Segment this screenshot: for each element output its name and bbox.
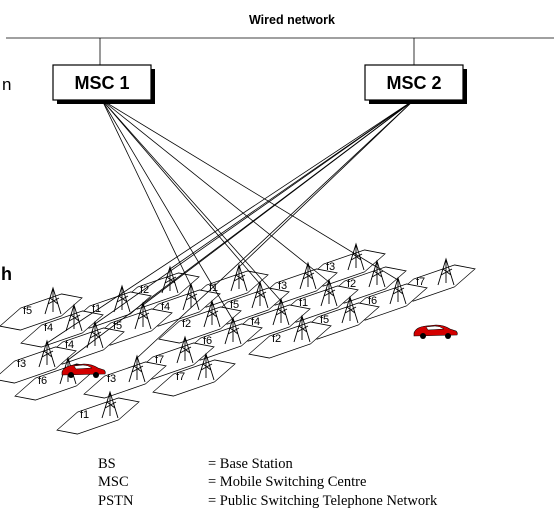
base-station-antenna-icon (113, 284, 131, 313)
cell-frequency-label: f7 (416, 276, 425, 288)
cell-frequency-labels: f6 f5 f7 f1 f4 f2 f3 f6 f5 f1 f7 f4 f2 f3 f5 f1 f4 f6 f3 f7… (17, 261, 425, 421)
cell-frequency-label: f4 (44, 322, 53, 334)
legend-desc: = Base Station (208, 456, 293, 472)
legend-abbr: MSC (98, 474, 129, 491)
legend-row-pstn: PSTN = Public Switching Telephone Networ… (98, 492, 437, 510)
legend-row-bs: BS = Base Station (98, 455, 437, 473)
cropped-text-fragment: h (1, 264, 12, 284)
base-station-antenna-icon (389, 276, 407, 305)
wired-network-label: Wired network (249, 13, 335, 27)
msc-2-label: MSC 2 (386, 73, 441, 93)
cell-frequency-label: f1 (92, 303, 101, 315)
base-station-antenna-icon (320, 278, 338, 307)
msc-link (136, 99, 415, 359)
base-station-antenna-icon (341, 295, 359, 324)
cell-frequency-label: f5 (320, 314, 329, 326)
base-station-antenna-icon (101, 390, 119, 419)
legend-desc: = Mobile Switching Centre (208, 474, 367, 491)
cell-frequency-label: f6 (368, 295, 377, 307)
base-station-antenna-icon (437, 257, 455, 286)
car-icon (61, 363, 106, 378)
base-station-antenna-icon (224, 316, 242, 345)
cell-frequency-label: f3 (326, 261, 335, 273)
msc-link (101, 99, 234, 321)
cell-frequency-label: f7 (155, 354, 164, 366)
msc-to-bs-links (46, 99, 415, 361)
cell-hexagon (248, 321, 332, 359)
base-station-antenna-icon (86, 320, 104, 349)
msc-2-box: MSC 2 (364, 64, 467, 104)
msc-link (169, 99, 415, 270)
base-station-antenna-icon (38, 339, 56, 368)
base-station-antenna-icon (182, 282, 200, 311)
base-station-antenna-icon (197, 352, 215, 381)
cell-frequency-label: f4 (161, 301, 170, 313)
cell-frequency-label: f3 (17, 358, 26, 370)
legend-abbr: PSTN (98, 492, 134, 509)
base-station-antenna-icon (230, 263, 248, 292)
base-station-antenna-icon (128, 354, 146, 383)
cell-hexagon (158, 306, 242, 344)
msc-link (101, 99, 399, 281)
base-station-antenna-icon (176, 335, 194, 364)
cell-frequency-label: f3 (278, 280, 287, 292)
legend: BS = Base Station MSC = Mobile Switching… (98, 455, 437, 510)
cell-frequency-label: f4 (65, 339, 74, 351)
cell-frequency-label: f1 (209, 282, 218, 294)
cell-frequency-label: f1 (299, 297, 308, 309)
msc-1-label: MSC 1 (74, 73, 129, 93)
base-station-antenna-icon (161, 265, 179, 294)
cropped-text-fragment: n (2, 75, 11, 94)
cell-hexagon (152, 359, 236, 397)
cell-frequency-label: f2 (182, 318, 191, 330)
cell-grid (0, 249, 476, 435)
base-station-antenna-icon (251, 280, 269, 309)
cell-frequency-label: f5 (23, 305, 32, 317)
legend-row-msc: MSC = Mobile Switching Centre (98, 473, 437, 491)
base-station-antenna-icon (65, 303, 83, 332)
base-station-antenna-icon (134, 301, 152, 330)
cell-hexagon (0, 293, 83, 331)
cell-frequency-label: f6 (203, 335, 212, 347)
msc-link (101, 99, 192, 287)
msc-link (101, 99, 261, 285)
msc-1-box: MSC 1 (52, 64, 155, 104)
base-station-antenna-icon (272, 297, 290, 326)
msc-link (101, 99, 330, 283)
cell-frequency-label: f2 (272, 333, 281, 345)
base-station-antenna-icon (44, 286, 62, 315)
cell-frequency-label: f7 (176, 371, 185, 383)
msc-link (94, 99, 415, 325)
msc-link (238, 99, 415, 268)
cell-hexagon (0, 346, 77, 384)
base-station-antenna-icon (368, 259, 386, 288)
base-station-antenna-icon (203, 299, 221, 328)
cell-frequency-label: f4 (251, 316, 260, 328)
cell-hexagon (56, 397, 140, 435)
base-station-antenna-icon (293, 314, 311, 343)
base-station-antenna-icon (347, 242, 365, 271)
cell-frequency-label: f6 (38, 375, 47, 387)
cell-frequency-label: f2 (140, 284, 149, 296)
msc-link (101, 99, 282, 302)
cell-frequency-label: f1 (80, 409, 89, 421)
cell-frequency-label: f5 (113, 320, 122, 332)
legend-desc: = Public Switching Telephone Network (208, 492, 438, 509)
legend-abbr: BS (98, 456, 116, 472)
car-icon (413, 324, 458, 339)
msc-link (46, 99, 415, 344)
cell-hexagon (83, 361, 167, 399)
base-station-antenna-icon (299, 261, 317, 290)
cell-frequency-label: f3 (107, 373, 116, 385)
msc-link (67, 99, 415, 361)
cell-frequency-label: f5 (230, 299, 239, 311)
cell-frequency-label: f2 (347, 278, 356, 290)
